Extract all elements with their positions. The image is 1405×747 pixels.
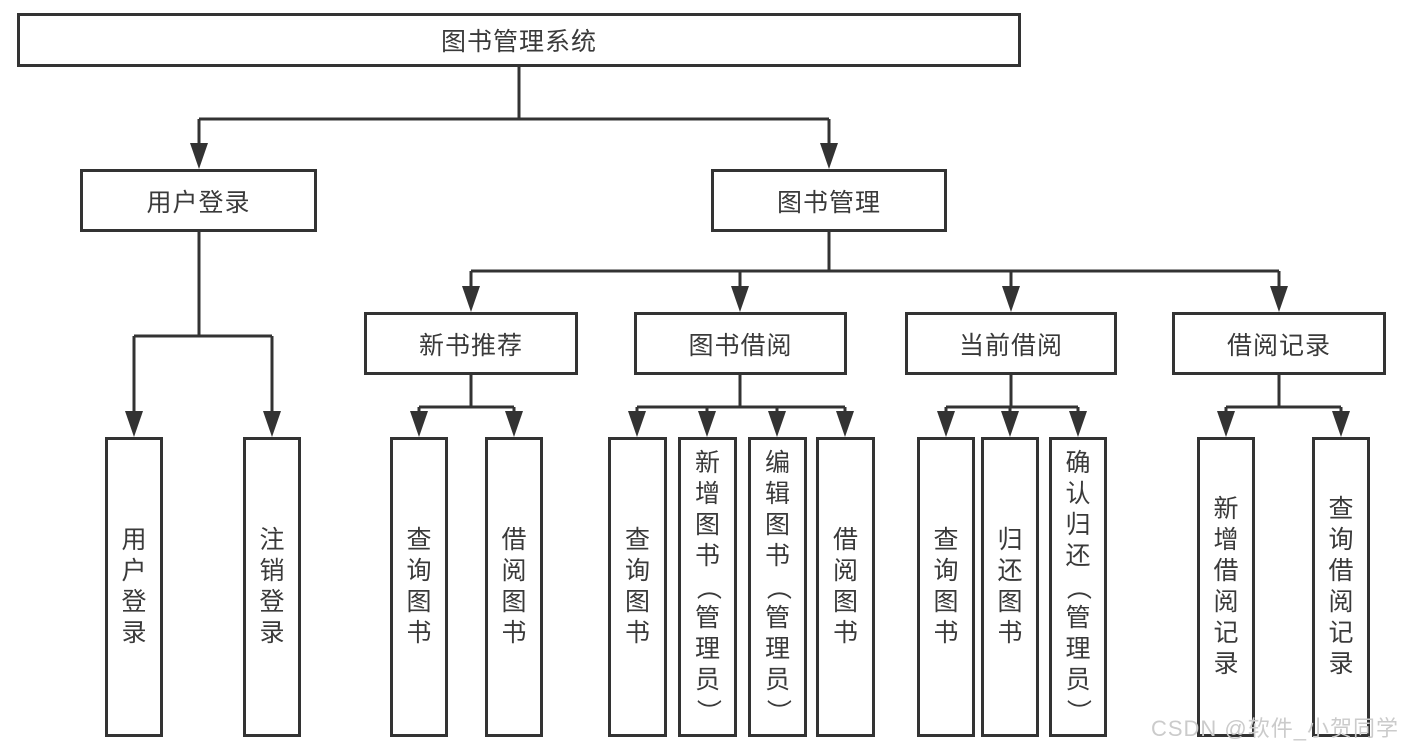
leaf-query-books-3: 查询图书 xyxy=(917,437,975,737)
arrowheads xyxy=(125,143,1350,437)
leaf-user-login: 用户登录 xyxy=(105,437,163,737)
leaf-query-books-1: 查询图书 xyxy=(390,437,448,737)
node-borrowing-records: 借阅记录 xyxy=(1172,312,1386,375)
node-current-borrowing: 当前借阅 xyxy=(905,312,1117,375)
node-library-management-system: 图书管理系统 xyxy=(17,13,1021,67)
leaf-confirm-return-admin: 确认归还（管理员） xyxy=(1049,437,1107,737)
node-user-login: 用户登录 xyxy=(80,169,317,232)
leaf-query-borrow-record: 查询借阅记录 xyxy=(1312,437,1370,737)
leaf-borrow-books-2: 借阅图书 xyxy=(816,437,875,737)
leaf-logout: 注销登录 xyxy=(243,437,301,737)
leaf-add-borrow-record: 新增借阅记录 xyxy=(1197,437,1255,737)
node-new-book-recommend: 新书推荐 xyxy=(364,312,578,375)
leaf-add-book-admin: 新增图书（管理员） xyxy=(678,437,737,737)
leaf-return-books: 归还图书 xyxy=(981,437,1039,737)
leaf-borrow-books-1: 借阅图书 xyxy=(485,437,543,737)
node-book-borrowing: 图书借阅 xyxy=(634,312,847,375)
csdn-watermark: CSDN @软件_小贺同学 xyxy=(1150,716,1399,741)
node-book-management: 图书管理 xyxy=(711,169,947,232)
leaf-query-books-2: 查询图书 xyxy=(608,437,667,737)
leaf-edit-book-admin: 编辑图书（管理员） xyxy=(748,437,807,737)
